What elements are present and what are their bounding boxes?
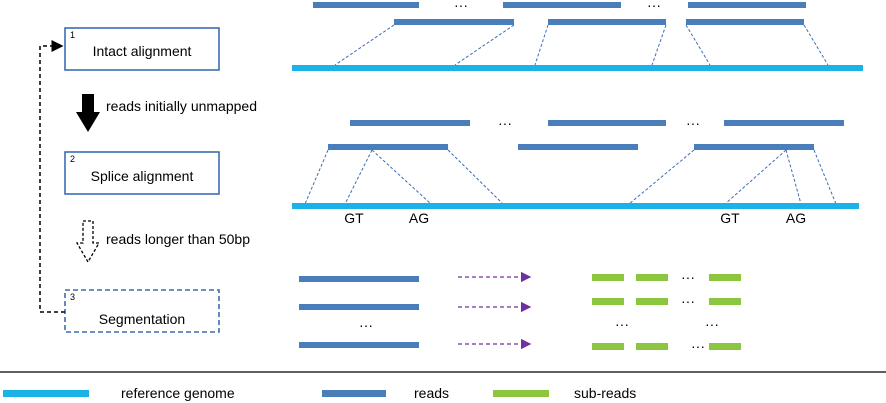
read-bar [299,276,419,282]
read-bar [328,144,448,150]
splice-connector [344,149,373,205]
step-3-label: Segmentation [99,311,185,327]
step-1-label: Intact alignment [93,43,192,59]
donor-site-label: GT [720,210,740,226]
alignment-connector [534,24,549,66]
read-bar [686,19,804,25]
legend-genome-label: reference genome [121,385,235,401]
step-2-box [64,151,220,195]
sub-read-bar [709,298,741,305]
read-bar [350,120,470,126]
read-bar [503,2,621,8]
read-bar [548,19,666,25]
splice-connector [813,149,837,205]
read-bar [518,144,638,150]
read-bar [299,342,419,348]
dashed-down-arrow [75,220,101,264]
legend-reads-swatch [322,390,386,397]
ellipsis: ··· [498,115,512,131]
ellipsis: ··· [686,115,700,131]
step-2-number: 2 [70,154,75,164]
read-bar [548,120,666,126]
legend-subreads-swatch [493,390,549,397]
splice-connector [304,149,329,205]
reference-genome-bar [292,65,863,71]
ellipsis: ··· [647,0,661,13]
read-bar [299,304,419,310]
alignment-connector [685,24,711,66]
splice-alignment-panel: ··· ··· GT AG GT AG [292,115,859,226]
alignment-connector [803,24,829,66]
sub-read-bar [636,274,668,281]
ellipsis: ··· [359,317,373,333]
read-bar [724,120,844,126]
step-intact-alignment: 1 Intact alignment [64,27,220,71]
ellipsis: ··· [681,269,695,285]
read-bar [313,2,419,8]
sub-read-bar [709,274,741,281]
transition-2-label: reads longer than 50bp [106,231,250,247]
step-3-number: 3 [70,292,75,302]
acceptor-site-label: AG [786,210,806,226]
sub-read-bar [636,343,668,350]
read-bar [694,144,814,150]
sub-read-bar [592,298,624,305]
sub-read-bar [592,274,624,281]
alignment-connector [651,24,667,66]
sub-read-bar [636,298,668,305]
sub-read-bar [592,343,624,350]
sub-read-bar [709,343,741,350]
splice-connector [371,149,432,205]
reference-genome-bar [292,203,859,209]
ellipsis: ··· [705,316,719,332]
feedback-loop-arrow [39,40,65,313]
solid-down-arrow [76,94,100,132]
ellipsis: ··· [681,293,695,309]
alignment-connector [334,24,395,66]
step-1-number: 1 [70,30,75,40]
step-1-box [64,27,220,71]
splice-connector [628,149,695,205]
splice-connector [724,149,787,205]
splice-connector [447,149,504,205]
legend-reads-label: reads [414,385,449,401]
splice-connector [785,149,802,205]
step-3-box [64,289,220,333]
segmentation-panel: ··· ··· ··· ··· ··· ··· [299,269,741,354]
ellipsis: ··· [454,0,468,13]
donor-site-label: GT [344,210,364,226]
intact-alignment-panel: ··· ··· [292,0,863,71]
alignment-connector [454,24,515,66]
legend-genome-swatch [3,390,89,397]
step-segmentation: 3 Segmentation [64,289,220,333]
legend-subreads-label: sub-reads [574,385,636,401]
read-bar [394,19,514,25]
ellipsis: ··· [691,338,705,354]
ellipsis: ··· [615,316,629,332]
legend: reference genome reads sub-reads [0,371,886,401]
read-bar [688,2,806,8]
step-splice-alignment: 2 Splice alignment [64,151,220,195]
acceptor-site-label: AG [409,210,429,226]
step-2-label: Splice alignment [91,168,194,184]
transition-1-label: reads initially unmapped [106,98,257,114]
